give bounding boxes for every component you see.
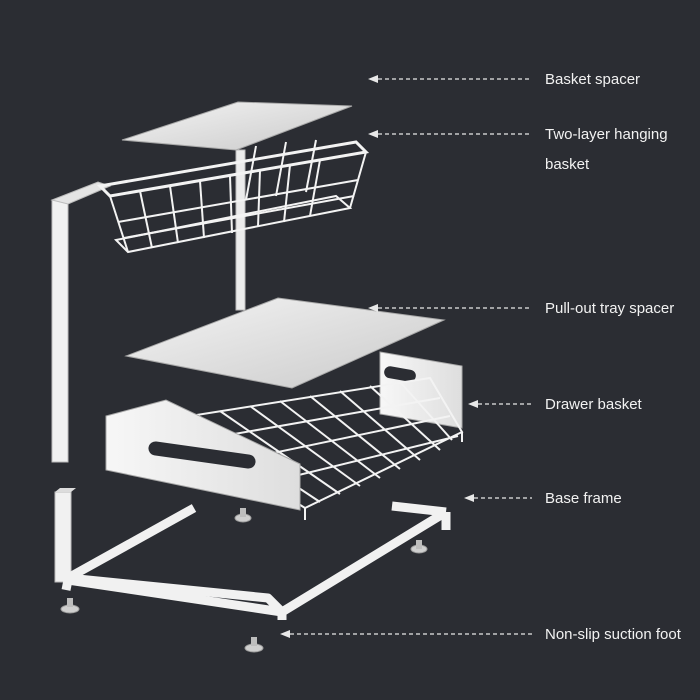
label-two-layer-hanging-basket: Two-layer hanging basket: [545, 126, 668, 173]
callout-arrow-basket-spacer: [368, 75, 532, 83]
label-basket-spacer: Basket spacer: [545, 71, 641, 88]
callout-arrow-hanging-basket: [368, 130, 532, 138]
hanging-basket: [96, 139, 370, 254]
label-non-slip-suction-foot: Non-slip suction foot: [545, 626, 681, 643]
callout-arrows: [280, 75, 532, 638]
suction-feet: [60, 508, 428, 653]
basket-spacer-plate: [121, 101, 353, 151]
pull-out-tray-spacer-plate: [124, 297, 446, 389]
callout-arrow-drawer-basket: [468, 400, 532, 408]
label-base-frame: Base frame: [545, 490, 622, 507]
base-frame: [54, 488, 451, 620]
callout-arrow-tray-spacer: [368, 304, 532, 312]
callout-arrow-suction-foot: [280, 630, 532, 638]
label-drawer-basket: Drawer basket: [545, 396, 642, 413]
label-pull-out-tray-spacer: Pull-out tray spacer: [545, 300, 675, 317]
drawer-basket: [105, 351, 464, 520]
callout-arrow-base-frame: [464, 494, 532, 502]
